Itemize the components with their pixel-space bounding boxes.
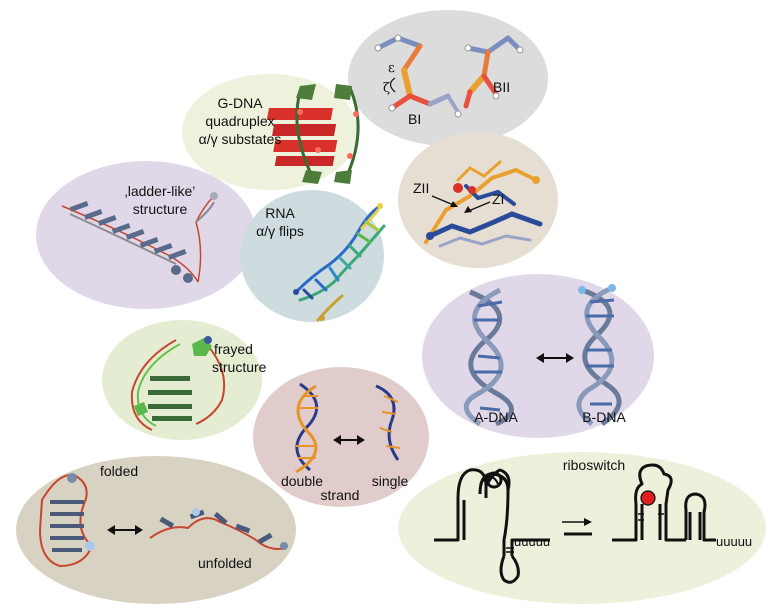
folded-structure — [38, 473, 95, 568]
unfolded-structure — [149, 508, 288, 550]
bdna-label: B-DNA — [582, 409, 626, 425]
folded-label: folded — [100, 463, 138, 479]
panel-riboswitch-bg — [398, 452, 766, 604]
b-dna-helix — [576, 284, 622, 427]
single-strand — [375, 384, 401, 461]
single-label: single — [372, 473, 409, 489]
ladder-label-line1: ‚ladder-like’ — [125, 183, 196, 199]
panel-backbone-bg — [348, 10, 548, 146]
bii-molecule — [463, 35, 524, 109]
panel-gdna-quadruplex: G-DNA quadruplex α/γ substates — [182, 74, 360, 190]
gdna-label-line2: quadruplex — [205, 113, 274, 129]
zii-label: ZII — [413, 180, 429, 196]
zi-label: ZI — [492, 191, 504, 207]
panel-folding-bg — [16, 456, 296, 604]
riboswitch-tail-left: uuuuu — [514, 534, 550, 549]
panel-double-single-strand: double single strand — [253, 367, 429, 507]
ladder-structure — [61, 192, 218, 283]
panel-adna-bdna: A-DNA B-DNA — [422, 274, 654, 438]
adna-label: A-DNA — [474, 409, 518, 425]
bi-molecule — [374, 34, 462, 118]
riboswitch-tail-right: uuuuu — [716, 534, 752, 549]
a-dna-helix — [463, 287, 514, 427]
ligand-marker — [640, 490, 656, 506]
rna-label-line1: RNA — [265, 205, 295, 221]
ladder-label-line2: structure — [133, 201, 188, 217]
riboswitch-off-state — [434, 468, 550, 584]
panel-ladder-bg — [36, 161, 256, 309]
riboswitch-title: riboswitch — [563, 457, 625, 473]
gdna-label-line1: G-DNA — [217, 95, 263, 111]
panel-rna-bg — [240, 190, 384, 322]
unfolded-label: unfolded — [198, 555, 252, 571]
panel-z-dna: ZII ZI — [398, 132, 558, 268]
double-label: double — [281, 473, 323, 489]
riboswitch-on-state — [612, 463, 716, 542]
epsilon-label: ε — [388, 61, 395, 76]
quadruplex-structure — [266, 84, 360, 184]
panel-frayed: frayed structure — [102, 320, 267, 440]
panel-backbone-bi-bii: ε ζ BI BII — [348, 10, 548, 146]
double-strand-helix — [295, 382, 318, 474]
z-dna-structure — [424, 160, 543, 248]
panel-ladder-like: ‚ladder-like’ structure — [36, 161, 256, 309]
frayed-structure — [130, 336, 226, 431]
panel-riboswitch: uuuuu uuuuu riboswitch — [398, 452, 766, 604]
panel-folding: folded unfolded — [16, 456, 296, 604]
panel-rna-flips: RNA α/γ flips — [240, 190, 386, 322]
rna-label-line2: α/γ flips — [256, 223, 304, 239]
strand-label: strand — [321, 487, 360, 503]
frayed-label-line2: structure — [212, 359, 267, 375]
rna-helix — [293, 203, 386, 322]
bii-label: BII — [493, 79, 510, 95]
zeta-label: ζ — [383, 81, 390, 96]
frayed-label-line1: frayed — [214, 341, 253, 357]
zeta-arc — [389, 77, 396, 93]
bi-label: BI — [408, 111, 421, 127]
gdna-label-line3: α/γ substates — [199, 131, 282, 147]
